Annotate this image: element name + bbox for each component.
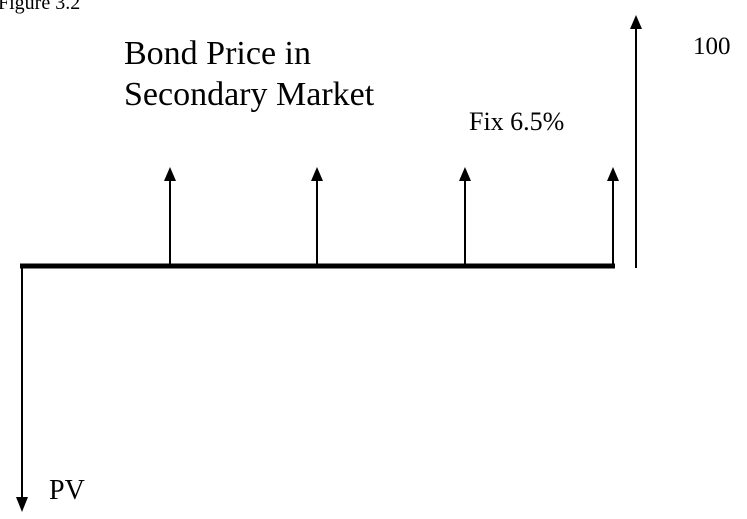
pv-arrowhead [16, 497, 28, 512]
coupon-arrow-2-head [311, 167, 323, 181]
figure-label: Figure 3.2 [0, 0, 81, 14]
face-value-label: 100 [693, 33, 731, 60]
coupon-arrow-4-head [607, 167, 619, 181]
diagram-title: Bond Price in Secondary Market [124, 33, 374, 115]
coupon-arrow-1-head [164, 167, 176, 181]
coupon-arrow-3-head [459, 167, 471, 181]
coupon-rate-label: Fix 6.5% [469, 107, 565, 136]
title-line-2: Secondary Market [124, 76, 375, 113]
present-value-label: PV [49, 475, 85, 506]
title-line-1: Bond Price in [124, 35, 311, 72]
principal-arrowhead [630, 15, 642, 29]
